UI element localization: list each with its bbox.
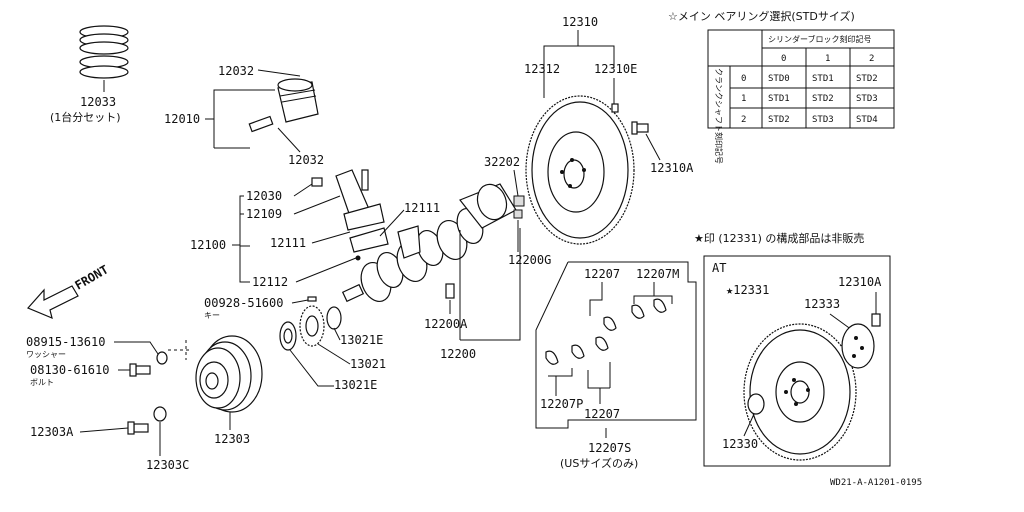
label-12310: 12310 [562,15,598,29]
bearing-inset-frame [535,261,697,429]
label-13021: 13021 [350,357,386,371]
front-arrow-icon [26,285,79,320]
label-12303c: 12303C [146,458,189,472]
table-row-header: クランクシャフト刻印記号 [714,68,724,164]
label-12312: 12312 [524,62,560,76]
label-12331: ★12331 [726,283,769,297]
label-12111-b: 12111 [404,201,440,215]
label-12200a: 12200A [424,317,468,331]
table-row-key-2: 2 [741,115,746,125]
label-12310a-at: 12310A [838,275,882,289]
connecting-rod [311,169,389,261]
flywheel [525,95,635,245]
drive-plate [743,323,857,461]
label-00928: 00928-51600 [204,296,283,310]
washer [156,351,168,365]
table-col-2: 2 [869,54,874,64]
flywheel-bolt [631,121,649,135]
label-12310a: 12310A [650,161,694,175]
crankshaft [341,183,525,303]
label-08915-sub: ワッシャー [26,350,66,359]
key [307,296,317,302]
piston-ring-set [79,25,129,92]
main-bearings [545,298,667,365]
table-cell: STD1 [812,74,834,84]
table-col-1: 1 [825,54,830,64]
label-12032-bottom: 12032 [288,153,324,167]
label-32202: 32202 [484,155,520,169]
leader-12032-top [257,69,301,77]
label-12200g: 12200G [508,253,551,267]
table-col-0: 0 [781,54,786,64]
crank-pulley [195,335,263,413]
timing-gear [279,305,342,351]
at-note: ★印 (12331) の構成部品は非販売 [694,231,864,245]
table-cell: STD0 [768,74,790,84]
bearing-table [707,29,895,129]
front-label: FRONT [73,262,111,292]
label-08130-sub: ボルト [30,378,54,387]
label-12207m: 12207M [636,267,679,281]
label-12032-top: 12032 [218,64,254,78]
label-12100: 12100 [190,238,226,252]
label-12111-a: 12111 [270,236,306,250]
label-12033-sub: (1台分セット) [50,110,121,124]
label-08915: 08915-13610 [26,335,105,349]
label-12030: 12030 [246,189,282,203]
at-bolt [871,313,881,327]
leader-12010 [205,89,275,120]
label-12200: 12200 [440,347,476,361]
at-label: AT [712,261,726,275]
label-12330: 12330 [722,437,758,451]
label-12010: 12010 [164,112,200,126]
label-12303: 12303 [214,432,250,446]
table-cell: STD2 [856,74,878,84]
table-cell: STD4 [856,115,878,125]
pulley-washer [153,406,167,422]
label-12333: 12333 [804,297,840,311]
pulley-bolt [127,421,149,435]
label-00928-sub: キー [204,311,220,320]
label-12207s: 12207S [588,441,631,455]
table-row-key-0: 0 [741,74,746,84]
at-inset-frame [703,255,891,467]
spacer-plate [841,323,875,369]
label-12109: 12109 [246,207,282,221]
table-cell: STD1 [768,94,790,104]
table-title: ☆メイン ベアリング選択(STDサイズ) [668,9,855,23]
table-header-label: シリンダーブロック刻印記号 [768,34,872,44]
label-13021e-b: 13021E [334,378,377,392]
label-12033: 12033 [80,95,116,109]
label-12112: 12112 [252,275,288,289]
piston [248,78,319,133]
flywheel-dowel [611,103,619,113]
table-row-key-1: 1 [741,94,746,104]
label-12207p: 12207P [540,397,583,411]
figure-code: WD21-A-A1201-0195 [830,478,922,488]
label-12303a: 12303A [30,425,74,439]
table-cell: STD2 [768,115,790,125]
bolt [129,363,151,377]
label-12207s-sub: (USサイズのみ) [560,456,638,470]
table-cell: STD3 [812,115,834,125]
label-08130: 08130-61610 [30,363,109,377]
table-cell: STD3 [856,94,878,104]
label-12207: 12207 [584,267,620,281]
table-cell: STD2 [812,94,834,104]
label-12207-b: 12207 [584,407,620,421]
label-13021e-a: 13021E [340,333,383,347]
label-12310e: 12310E [594,62,637,76]
